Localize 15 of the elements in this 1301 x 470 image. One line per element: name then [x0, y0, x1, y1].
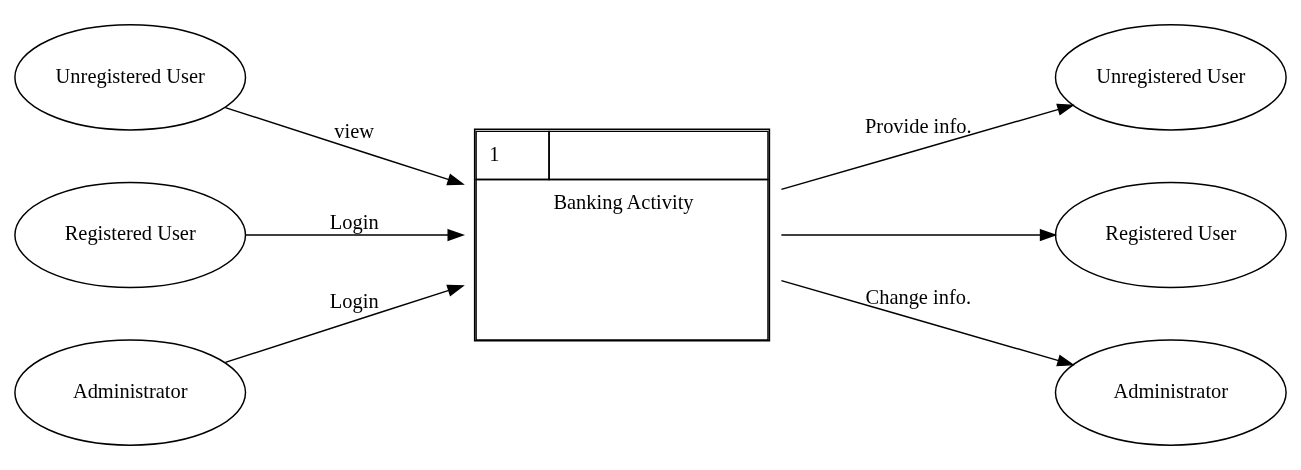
edge-label: Login	[329, 290, 379, 313]
arrow	[780, 279, 1075, 367]
arrow	[780, 103, 1075, 191]
edge-label: Change info.	[865, 285, 972, 308]
edge-label: Login	[329, 211, 379, 234]
arrow	[780, 228, 1058, 242]
node-ellipse: Registered User	[1054, 181, 1287, 289]
node-ellipse: Administrator	[14, 339, 247, 446]
edge-label: view	[334, 119, 375, 142]
arrow	[224, 106, 465, 186]
arrow	[244, 228, 465, 242]
arrow	[224, 284, 465, 364]
node-ellipse: Registered User	[14, 181, 247, 289]
edge-label: Provide info.	[864, 115, 972, 138]
node-ellipse: Unregistered User	[14, 24, 247, 131]
